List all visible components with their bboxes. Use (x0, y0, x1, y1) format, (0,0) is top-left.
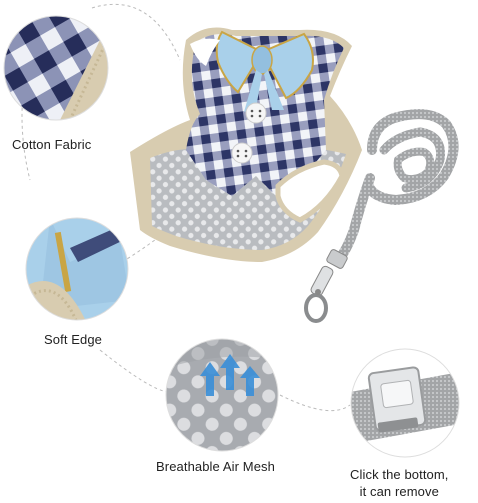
bow-tie (215, 30, 314, 112)
air-mesh-label: Breathable Air Mesh (156, 459, 275, 474)
soft-edge-detail (25, 217, 129, 321)
buckle-detail (350, 348, 460, 458)
buckle-label: Click the bottom, it can remove (350, 466, 449, 500)
buckle-label-line2: it can remove (359, 484, 439, 499)
soft-edge-label: Soft Edge (44, 332, 102, 347)
cotton-fabric-label: Cotton Fabric (12, 137, 92, 152)
air-mesh-detail (165, 338, 279, 452)
airflow-arrows-icon (200, 354, 260, 396)
buttons (231, 102, 267, 164)
cotton-fabric-detail (3, 15, 109, 121)
leash (304, 109, 459, 323)
buckle-label-line1: Click the bottom, (350, 467, 449, 482)
harness (130, 27, 362, 262)
